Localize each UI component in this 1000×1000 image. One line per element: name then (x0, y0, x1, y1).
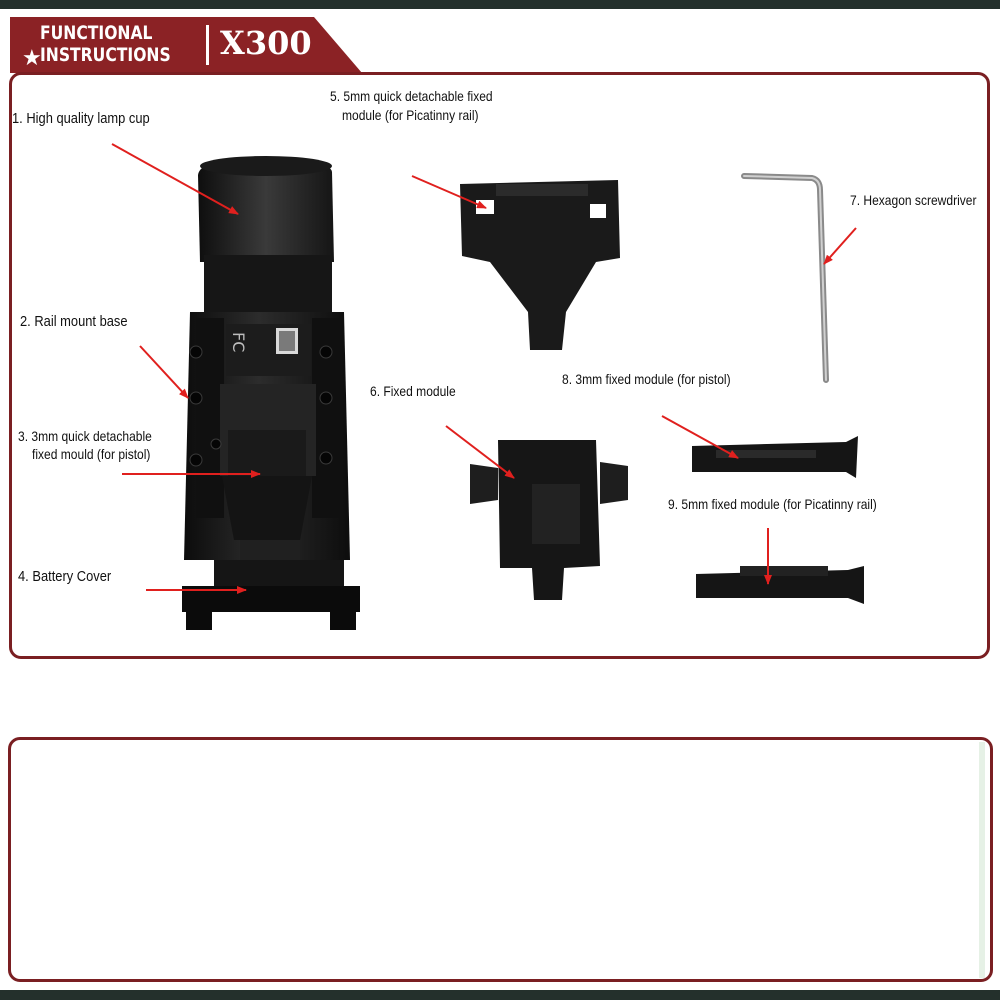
banner-model-name: X300 (220, 24, 312, 62)
arrow-module-3mm (661, 415, 739, 459)
label-mould-line2: fixed mould (for pistol) (32, 446, 151, 462)
arrow-screwdriver (823, 227, 857, 265)
title-banner: ★ FUNCTIONAL INSTRUCTIONS X300 (10, 17, 362, 73)
label-module8: 8. 3mm fixed module (for pistol) (562, 371, 731, 387)
arrow-rail-mount (139, 345, 189, 399)
banner-background (10, 17, 362, 73)
label-battery-cover: 4. Battery Cover (18, 568, 112, 585)
fixed-module-5mm (696, 566, 864, 604)
banner-separator (206, 25, 209, 65)
banner-title-line2: INSTRUCTIONS (40, 44, 171, 66)
label-lamp-cup: 1. High quality lamp cup (12, 110, 150, 127)
label-hex-screwdriver: 7. Hexagon screwdriver (850, 192, 977, 208)
arrow-fixed-module (445, 425, 515, 479)
arrow-module-5mm (411, 175, 487, 209)
lower-panel-edge (979, 742, 985, 978)
hexagon-screwdriver (741, 173, 829, 383)
label-module5-line2: module (for Picatinny rail) (342, 107, 479, 123)
label-mould-line1: 3. 3mm quick detachable (18, 428, 152, 444)
label-fixed-module: 6. Fixed module (370, 383, 456, 399)
banner-title-line1: FUNCTIONAL (40, 22, 153, 44)
star-icon: ★ (22, 45, 42, 70)
top-border-bar (0, 0, 1000, 9)
svg-text:FC: FC (229, 332, 248, 352)
flashlight-body: FC (182, 156, 360, 630)
bottom-border-bar (0, 990, 1000, 1000)
arrow-lamp-cup (111, 143, 239, 215)
label-module9: 9. 5mm fixed module (for Picatinny rail) (668, 496, 877, 512)
label-module5-line1: 5. 5mm quick detachable fixed (330, 88, 493, 104)
pointer-arrows (111, 143, 857, 594)
fixed-module-3mm (692, 436, 858, 478)
lower-panel-content (23, 744, 985, 976)
fixed-module (470, 440, 628, 600)
quick-detachable-module-5mm (460, 180, 620, 350)
label-rail-mount: 2. Rail mount base (20, 313, 128, 330)
lower-panel (8, 737, 993, 982)
